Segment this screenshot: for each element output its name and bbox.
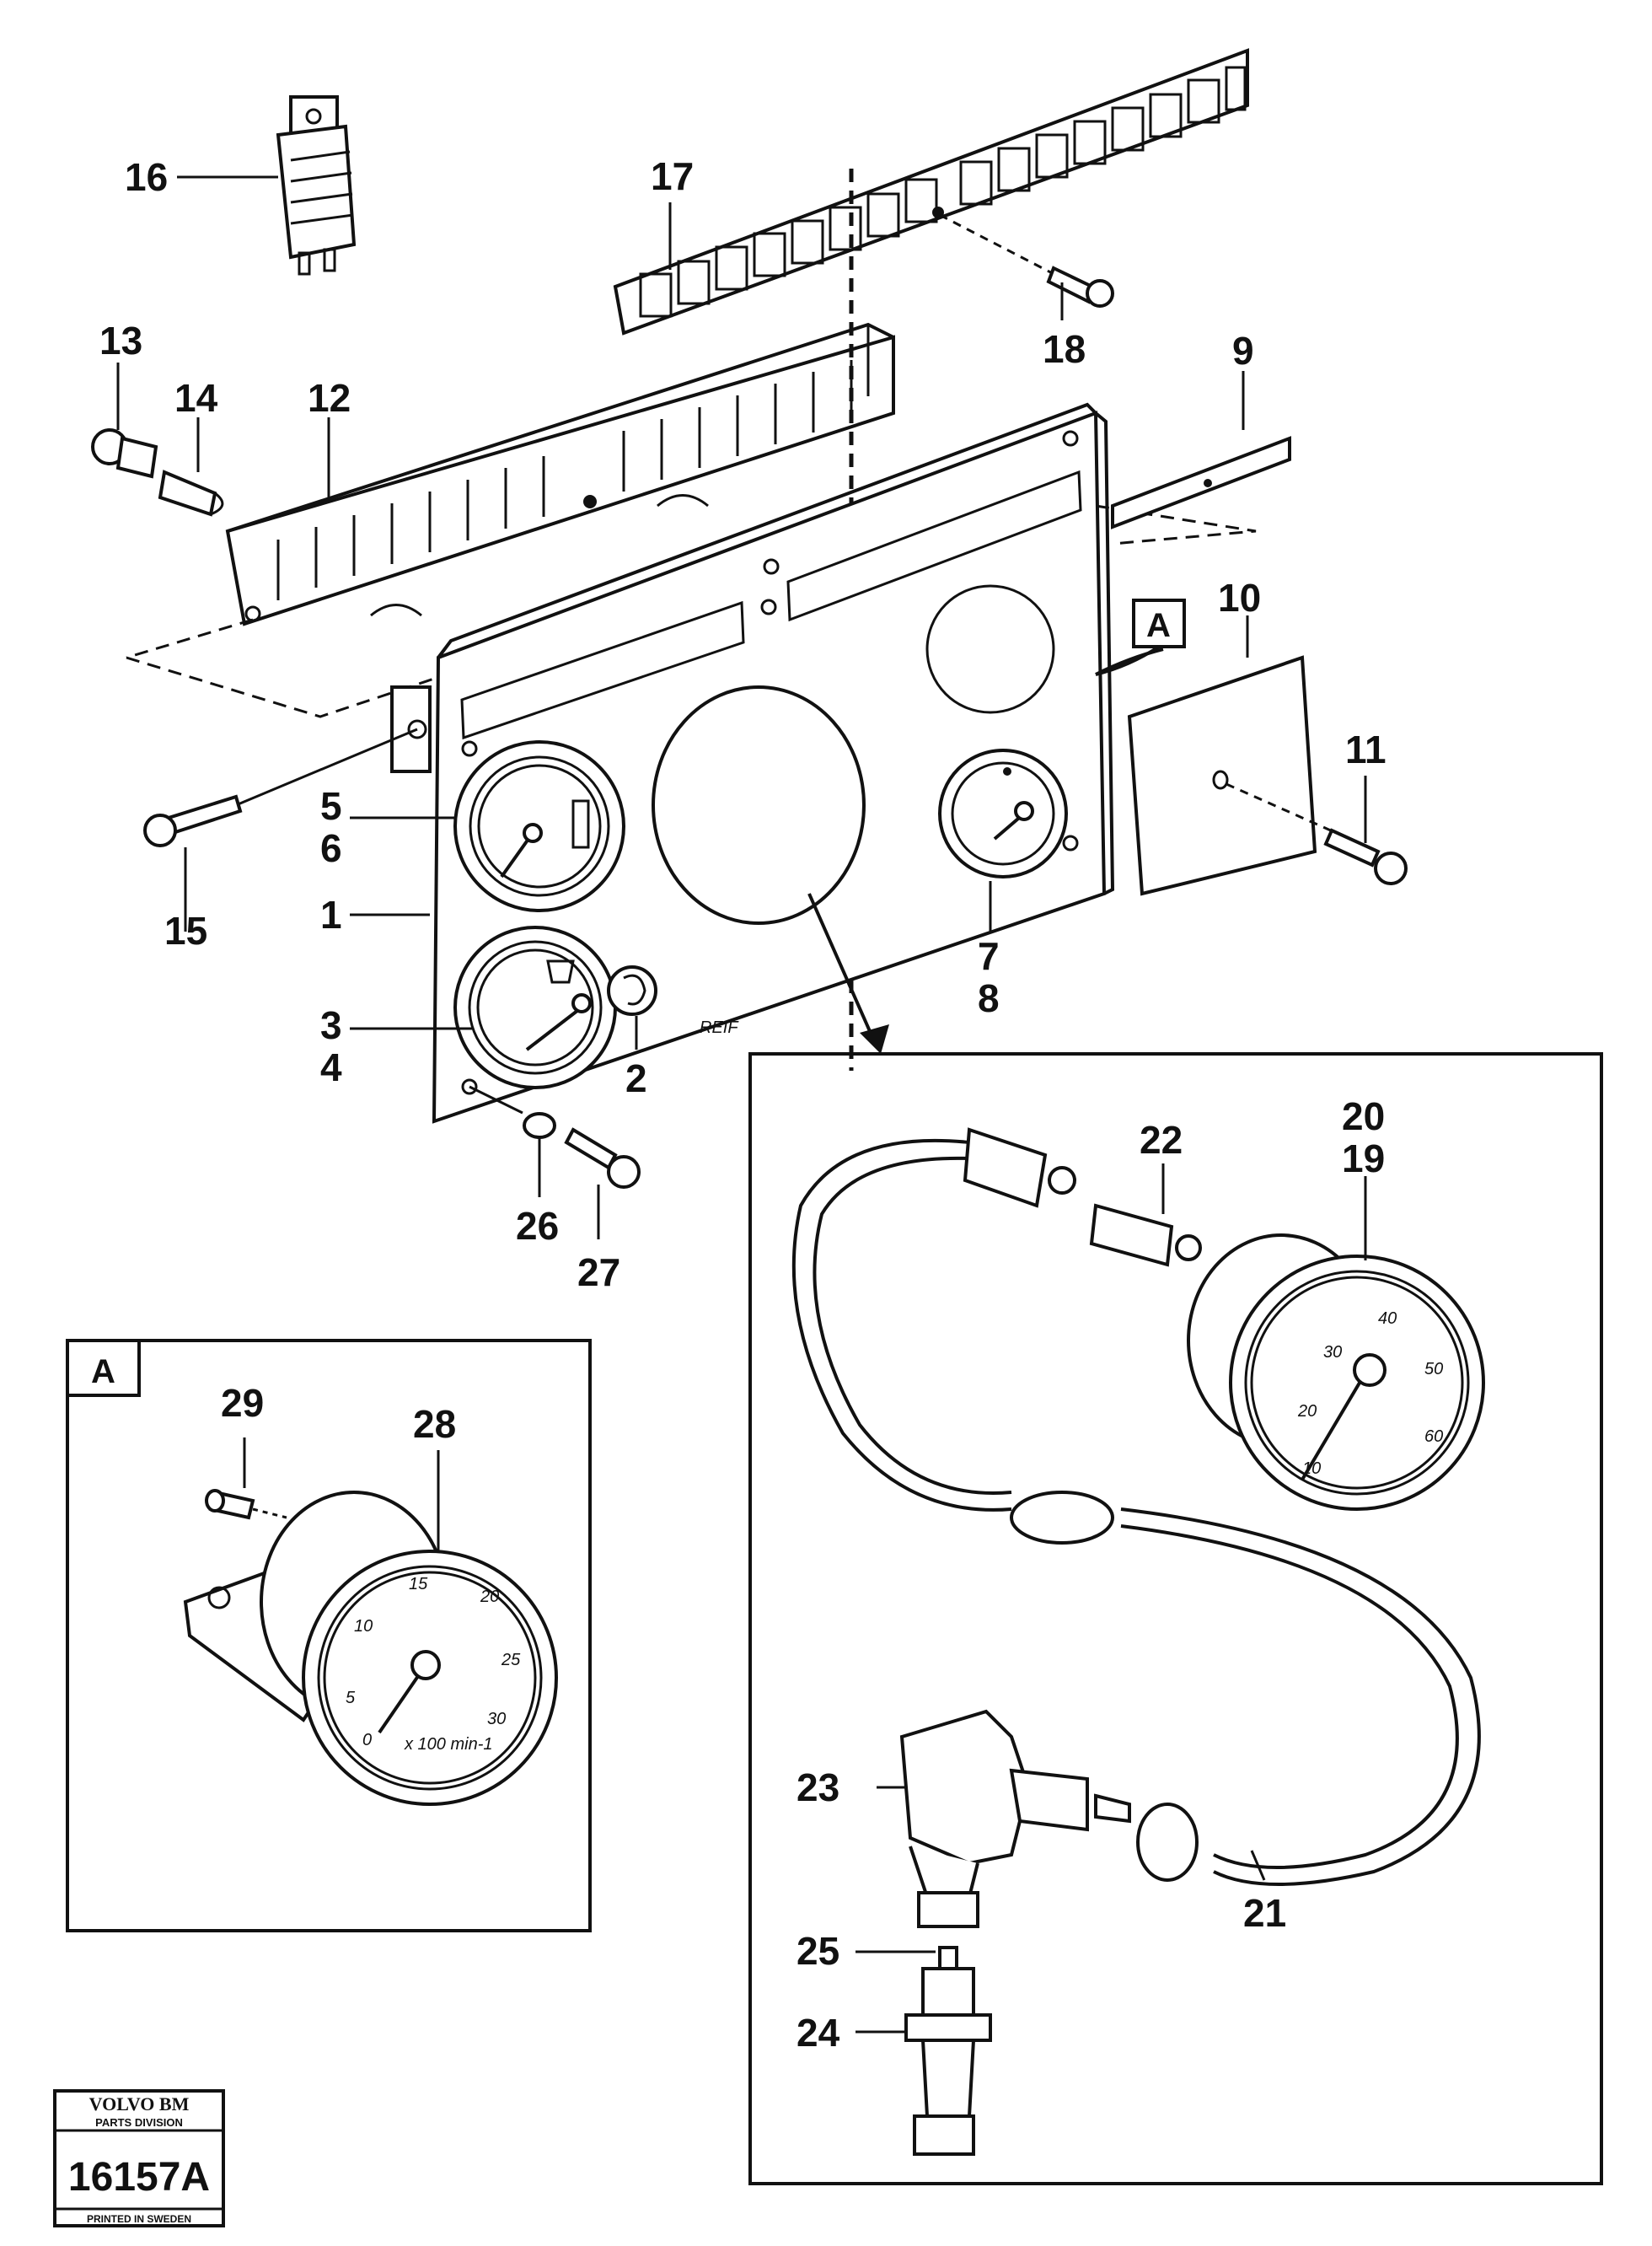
plug-part-2 bbox=[607, 965, 657, 1016]
label-16: 16 bbox=[125, 155, 168, 199]
tacho-unit: x 100 min-1 bbox=[404, 1735, 493, 1754]
tacho-tick-25: 25 bbox=[501, 1651, 521, 1669]
screw-part-18 bbox=[939, 213, 1114, 308]
label-5: 5 bbox=[320, 784, 342, 828]
panel-marking: REIF bbox=[700, 1018, 739, 1037]
label-4: 4 bbox=[320, 1045, 342, 1089]
lamp-socket-and-bulb bbox=[91, 428, 224, 517]
label-20: 20 bbox=[1342, 1094, 1385, 1138]
label-2: 2 bbox=[625, 1056, 647, 1100]
tacho-tick-15: 15 bbox=[409, 1575, 428, 1593]
cover-plate-part-10 bbox=[1095, 647, 1317, 896]
volvo-bm-stamp: VOLVO BM PARTS DIVISION 16157A PRINTED I… bbox=[53, 2089, 225, 2227]
label-23: 23 bbox=[796, 1765, 839, 1809]
stamp-division: PARTS DIVISION bbox=[95, 2116, 183, 2129]
label-8: 8 bbox=[978, 976, 1000, 1020]
bulb-holder-bar bbox=[225, 322, 895, 626]
label-19: 19 bbox=[1342, 1136, 1385, 1180]
speedo-tick-10: 10 bbox=[1302, 1459, 1321, 1478]
label-29: 29 bbox=[221, 1381, 264, 1425]
part-labels: 16 17 18 9 10 11 13 14 12 5 6 1 15 3 4 2… bbox=[99, 154, 1386, 2055]
label-28: 28 bbox=[413, 1402, 456, 1446]
label-14: 14 bbox=[174, 376, 218, 420]
stamp-brand: VOLVO BM bbox=[89, 2093, 190, 2114]
detail-a-callout: A bbox=[1095, 599, 1186, 676]
label-27: 27 bbox=[577, 1250, 620, 1294]
tacho-tick-10: 10 bbox=[354, 1617, 373, 1636]
label-3: 3 bbox=[320, 1003, 342, 1047]
label-18: 18 bbox=[1043, 327, 1086, 371]
leader-lines bbox=[116, 175, 1367, 2034]
label-11: 11 bbox=[1345, 728, 1386, 771]
speedo-tick-20: 20 bbox=[1297, 1402, 1317, 1421]
label-24: 24 bbox=[796, 2011, 840, 2055]
label-12: 12 bbox=[308, 376, 351, 420]
relay-part bbox=[276, 95, 357, 276]
label-7: 7 bbox=[978, 934, 1000, 978]
tacho-tick-30: 30 bbox=[487, 1710, 506, 1728]
stamp-origin: PRINTED IN SWEDEN bbox=[87, 2213, 191, 2225]
screw-part-15 bbox=[143, 728, 418, 847]
speedo-tick-40: 40 bbox=[1378, 1309, 1397, 1328]
label-26: 26 bbox=[516, 1204, 559, 1248]
label-17: 17 bbox=[651, 154, 694, 198]
label-25: 25 bbox=[796, 1929, 839, 1973]
label-21: 21 bbox=[1243, 1891, 1286, 1935]
tacho-tick-20: 20 bbox=[480, 1588, 499, 1606]
speedo-tick-30: 30 bbox=[1323, 1343, 1342, 1362]
gauge-3-4 bbox=[453, 926, 617, 1089]
label-13: 13 bbox=[99, 319, 142, 363]
strip-part-9 bbox=[1111, 436, 1291, 529]
tacho-tick-0: 0 bbox=[362, 1731, 372, 1749]
instrument-panel: REIF bbox=[390, 402, 1115, 1124]
label-1: 1 bbox=[320, 893, 342, 937]
label-6: 6 bbox=[320, 826, 342, 870]
screw-part-11 bbox=[1226, 782, 1408, 885]
speedo-tick-50: 50 bbox=[1424, 1360, 1443, 1378]
gauge-5-6 bbox=[453, 740, 625, 912]
detail-a-title: A bbox=[91, 1353, 115, 1390]
detail-a-box: A 0 5 10 15 20 25 30 x 100 min-1 bbox=[66, 1339, 592, 1932]
tacho-tick-5: 5 bbox=[346, 1689, 356, 1707]
warning-lamp-strip bbox=[613, 48, 1249, 336]
gauge-7-8 bbox=[938, 749, 1068, 879]
washer-and-screw-26-27 bbox=[469, 1085, 641, 1189]
label-22: 22 bbox=[1140, 1118, 1183, 1162]
label-9: 9 bbox=[1232, 329, 1254, 373]
label-10: 10 bbox=[1218, 576, 1261, 620]
stamp-number: 16157A bbox=[68, 2155, 210, 2200]
speedometer-detail-box: 10 20 30 40 50 60 bbox=[748, 893, 1603, 2185]
label-15: 15 bbox=[164, 909, 207, 953]
detail-a-callout-text: A bbox=[1146, 607, 1171, 644]
speedo-tick-60: 60 bbox=[1424, 1427, 1443, 1446]
